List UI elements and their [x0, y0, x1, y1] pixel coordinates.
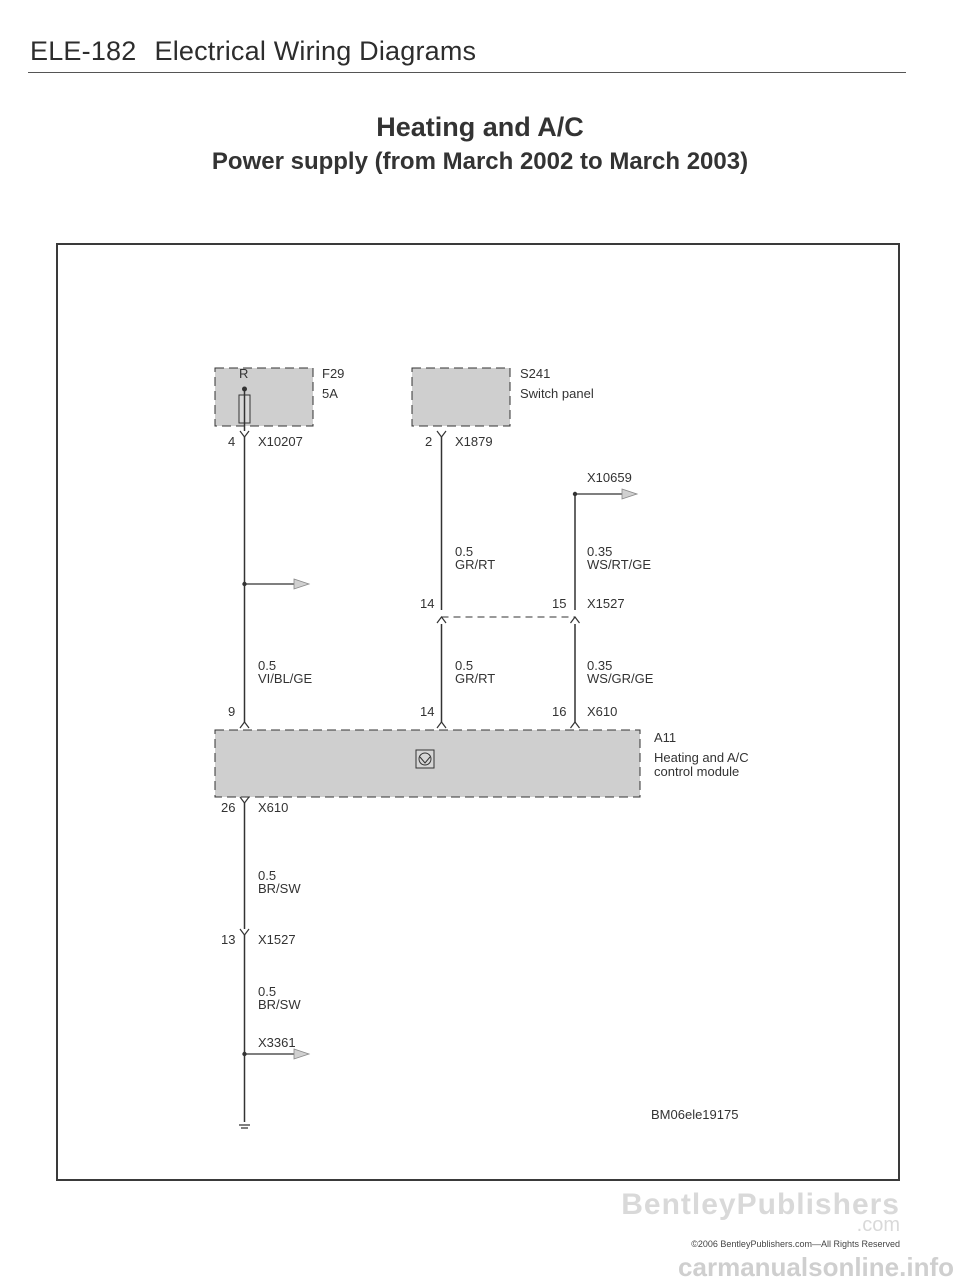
- pin-label: 9: [228, 704, 235, 719]
- connector-label: X1527: [258, 932, 296, 947]
- wire-color: WS/RT/GE: [587, 557, 651, 572]
- control-module-box: [214, 729, 641, 798]
- connector-icon: [436, 721, 447, 729]
- connector-label: X610: [258, 800, 288, 815]
- module-name: Heating and A/C: [654, 750, 749, 765]
- wire-size: 0.5: [258, 984, 276, 999]
- wire-color: WS/GR/GE: [587, 671, 654, 686]
- switch-name: Switch panel: [520, 386, 594, 401]
- connector-label: X10659: [587, 470, 632, 485]
- arrow-icon: [293, 1048, 311, 1060]
- connector-label: X610: [587, 704, 617, 719]
- wire-size: 0.5: [455, 544, 473, 559]
- watermark-site: carmanualsonline.info: [678, 1252, 954, 1282]
- connector-icon: [239, 796, 250, 804]
- connector-icon: [570, 721, 580, 729]
- module-id: A11: [654, 730, 676, 745]
- module-name: control module: [654, 764, 739, 779]
- switch-panel-box: [411, 367, 511, 427]
- wire-color: GR/RT: [455, 557, 495, 572]
- pin-label: 2: [425, 434, 432, 449]
- diagram-title: Heating and A/C: [376, 112, 584, 142]
- header-rule: [28, 72, 906, 73]
- wire-color: VI/BL/GE: [258, 671, 313, 686]
- wire-size: 0.35: [587, 658, 612, 673]
- pin-label: 14: [420, 596, 434, 611]
- connector-label: X3361: [258, 1035, 296, 1050]
- pin-label: 14: [420, 704, 434, 719]
- connector-icon: [570, 616, 580, 624]
- copyright-text: ©2006 BentleyPublishers.com—All Rights R…: [691, 1239, 900, 1249]
- pin-label: 16: [552, 704, 566, 719]
- connector-icon: [436, 616, 447, 624]
- wire-size: 0.5: [455, 658, 473, 673]
- fuse-rating: 5A: [322, 386, 338, 401]
- switch-id: S241: [520, 366, 550, 381]
- pin-label: 4: [228, 434, 235, 449]
- wire-color: BR/SW: [258, 881, 301, 896]
- page-header: ELE-182 Electrical Wiring Diagrams: [30, 36, 476, 67]
- brand-com: .com: [856, 1214, 900, 1236]
- pin-label: 15: [552, 596, 566, 611]
- page-code: ELE-182: [30, 36, 137, 66]
- connector-icon: [436, 430, 447, 438]
- wire-size: 0.5: [258, 868, 276, 883]
- arrow-icon: [293, 578, 311, 590]
- pin-label: 26: [221, 800, 235, 815]
- connector-icon: [239, 721, 250, 729]
- connector-icon: [239, 430, 250, 438]
- wire-color: BR/SW: [258, 997, 301, 1012]
- publisher-brand: BentleyPublishers .com ©2006 BentleyPubl…: [621, 1188, 900, 1249]
- ground-icon: [239, 1124, 250, 1129]
- fuse-symbol: R: [239, 366, 248, 381]
- wire-size: 0.35: [587, 544, 612, 559]
- wire-size: 0.5: [258, 658, 276, 673]
- connector-icon: [239, 928, 250, 936]
- pin-label: 13: [221, 932, 235, 947]
- connector-label: X1527: [587, 596, 625, 611]
- connector-label: X1879: [455, 434, 493, 449]
- diagram-code: BM06ele19175: [651, 1107, 738, 1122]
- brand-name: BentleyPublishers: [621, 1188, 900, 1221]
- wire-color: GR/RT: [455, 671, 495, 686]
- diagram-subtitle: Power supply (from March 2002 to March 2…: [211, 148, 749, 175]
- connector-label: X10207: [258, 434, 303, 449]
- fuse-id: F29: [322, 366, 344, 381]
- diagram-frame: [56, 243, 900, 1181]
- section-title: Electrical Wiring Diagrams: [154, 36, 477, 66]
- arrow-icon: [621, 488, 639, 500]
- fuse-f29: [214, 367, 314, 431]
